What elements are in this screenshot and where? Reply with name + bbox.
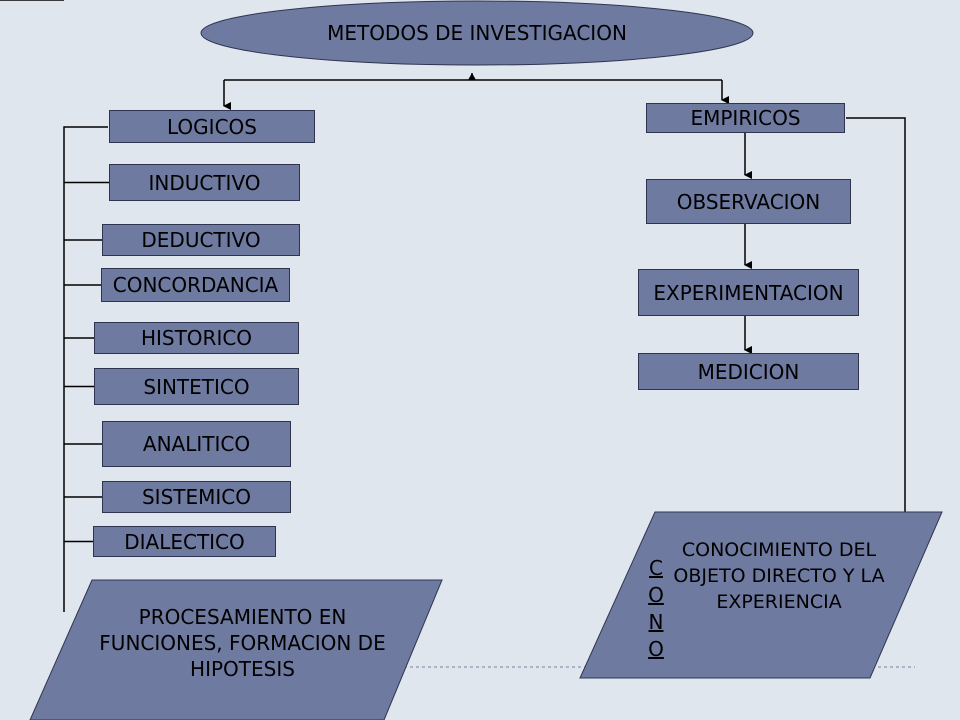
empiricos-result-text: CONOCIMIENTO DEL OBJETO DIRECTO Y LA EXP… xyxy=(673,539,885,613)
logicos-item-connectors xyxy=(0,0,109,543)
logicos-result-parallelogram xyxy=(29,579,443,720)
logicos-item-concordancia: CONCORDANCIA xyxy=(101,268,290,302)
logicos-item-inductivo: INDUCTIVO xyxy=(109,164,300,201)
empiricos-vertical-letters: C O N O xyxy=(646,555,666,663)
logicos-bracket-line xyxy=(63,126,108,612)
logicos-item-sistemico: SISTEMICO xyxy=(102,481,291,513)
empiricos-header: EMPIRICOS xyxy=(646,103,845,133)
diagram-title: METODOS DE INVESTIGACION xyxy=(327,21,627,45)
vertical-letter: C xyxy=(649,556,663,580)
empiricos-item-medicion: MEDICION xyxy=(638,353,859,390)
logicos-header: LOGICOS xyxy=(109,110,315,143)
arrow-head-up xyxy=(468,73,476,80)
empiricos-item-observacion: OBSERVACION xyxy=(646,179,851,224)
empiricos-result-parallelogram xyxy=(579,511,943,679)
vertical-letter: O xyxy=(648,637,664,661)
logicos-item-sintetico: SINTETICO xyxy=(94,368,299,405)
empiricos-bracket-line xyxy=(846,117,906,512)
logicos-item-deductivo: DEDUCTIVO xyxy=(102,224,300,256)
logicos-item-analitico: ANALITICO xyxy=(102,421,291,467)
vertical-letter: N xyxy=(648,610,664,634)
title-ellipse xyxy=(200,0,754,66)
logicos-item-historico: HISTORICO xyxy=(94,322,299,354)
vertical-letter: O xyxy=(648,583,664,607)
logicos-item-dialectico: DIALECTICO xyxy=(93,526,276,557)
empiricos-item-experimentacion: EXPERIMENTACION xyxy=(638,269,859,316)
logicos-result-text: PROCESAMIENTO EN FUNCIONES, FORMACION DE… xyxy=(99,605,386,681)
